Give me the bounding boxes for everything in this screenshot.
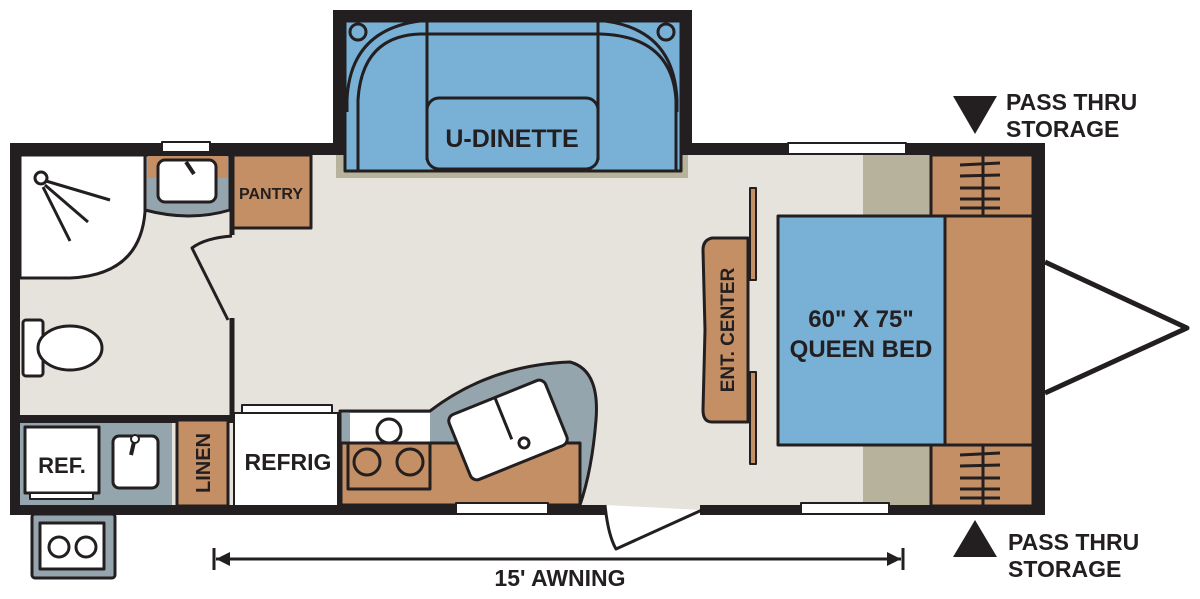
sink-icon: [143, 153, 232, 218]
bed-type-label: QUEEN BED: [790, 336, 933, 363]
pass-thru-top-line1: PASS THRU: [1006, 89, 1137, 115]
bathroom-wall-lower: [15, 415, 233, 423]
outdoor-stove: [30, 512, 117, 580]
toilet-icon: [21, 318, 104, 378]
dimension-arrow-icon: [212, 548, 905, 570]
pass-thru-bottom-line1: PASS THRU: [1008, 529, 1139, 555]
window-icon: [787, 142, 907, 155]
pass-thru-top-line2: STORAGE: [1006, 116, 1119, 142]
shower-icon: [33, 170, 111, 242]
pass-thru-storage-top: [929, 153, 1035, 218]
arrow-down-icon: [953, 96, 997, 134]
u-dinette: U-DINETTE: [333, 10, 692, 173]
hitch-tongue-icon: [1043, 259, 1190, 396]
refrig-label: REFRIG: [245, 449, 332, 475]
ref-label: REF.: [38, 453, 86, 478]
sink-icon: [111, 434, 160, 490]
ent-center-label: ENT. CENTER: [718, 267, 739, 392]
queen-bed: 60" X 75" QUEEN BED: [776, 214, 947, 447]
entertainment-center: ENT. CENTER: [701, 187, 757, 465]
recliner-icon: [447, 378, 569, 482]
arrow-up-icon: [953, 520, 997, 557]
window-icon: [800, 502, 890, 515]
awning-label: 15' AWNING: [494, 565, 625, 591]
pantry-label: PANTRY: [239, 186, 303, 203]
bathroom-door-swing[interactable]: [190, 234, 233, 321]
door-swing-icon[interactable]: [603, 504, 703, 551]
stove-burners-icon: [346, 441, 432, 491]
window-icon: [455, 502, 549, 515]
dinette-label: U-DINETTE: [445, 125, 578, 153]
bed-size-label: 60" X 75": [808, 306, 914, 333]
outdoor-refrigerator: REF.: [23, 425, 101, 500]
pantry: [231, 153, 313, 230]
window-icon: [161, 141, 211, 153]
linen-label: LINEN: [193, 433, 215, 493]
pass-thru-bottom-line2: STORAGE: [1008, 556, 1121, 582]
shower: [18, 153, 147, 280]
pass-thru-storage-bottom: [929, 443, 1035, 508]
bed-platform: [943, 214, 1035, 447]
